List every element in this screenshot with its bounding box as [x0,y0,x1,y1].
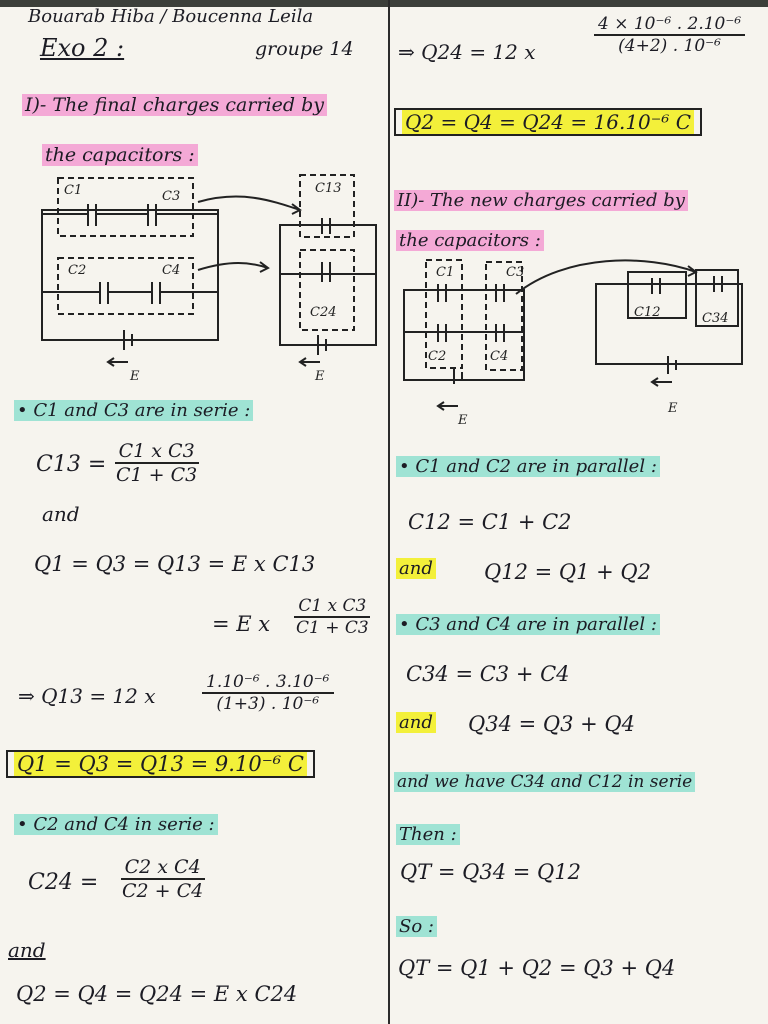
c12-equation: C12 = C1 + C2 [408,510,572,534]
circuit2-label-c34: C34 [702,311,729,326]
q-equality-fraction: C1 x C3 C1 + C3 [292,596,373,638]
q13-result: Q1 = Q3 = Q13 = 9.10⁻⁶ C [14,752,307,776]
c13-lhs: C13 = [36,452,107,477]
q-equality-denominator: C1 + C3 [296,618,369,638]
and-label-q12: and [396,558,436,579]
qt-final-equation: QT = Q1 + Q2 = Q3 + Q4 [398,956,676,980]
exercise-title: Exo 2 : [40,34,125,62]
q24-fraction: 4 × 10⁻⁶ . 2.10⁻⁶ (4+2) . 10⁻⁶ [594,14,746,56]
section2-title-line1: II)- The new charges carried by [394,190,688,211]
circuit1-label-c2: C2 [68,263,86,278]
circuit2-label-c4: C4 [490,349,508,364]
q24-result-box: Q2 = Q4 = Q24 = 16.10⁻⁶ C [394,108,702,136]
and-label-1: and [42,502,80,526]
c34-equation: C34 = C3 + C4 [406,662,570,686]
c1-c3-series-heading: • C1 and C3 are in serie : [14,400,254,421]
q13-result-box: Q1 = Q3 = Q13 = 9.10⁻⁶ C [6,750,315,778]
circuit2-label-e-equiv: E [667,401,678,416]
circuit2-label-e: E [457,413,468,428]
q12-equation: Q12 = Q1 + Q2 [484,560,651,584]
circuit2-label-c1: C1 [436,265,454,280]
q24-lhs: ⇒ Q24 = 12 x [398,40,536,64]
circuit1-label-e-equiv: E [314,369,325,384]
q13-fraction: 1.10⁻⁶ . 3.10⁻⁶ (1+3) . 10⁻⁶ [202,672,334,714]
q13-lhs: ⇒ Q13 = 12 x [18,684,156,708]
and-label-2: and [8,938,46,962]
q24-denominator: (4+2) . 10⁻⁶ [618,36,721,56]
top-edge [0,0,768,7]
c13-fraction: C1 x C3 C1 + C3 [112,440,201,486]
circuit-diagram-1: C1 C3 C2 C4 C13 C24 E E [41,174,377,384]
circuit2-label-c12: C12 [634,305,661,320]
c13-denominator: C1 + C3 [116,464,198,486]
circuit1-label-c13: C13 [315,181,342,196]
c24-lhs: C24 = [28,870,99,895]
circuit2-label-c2: C2 [428,349,446,364]
so-label: So : [396,916,437,937]
authors: Bouarab Hiba / Boucenna Leila [28,6,314,27]
section1-title-line2: the capacitors : [42,144,198,166]
group-label: groupe 14 [255,38,354,60]
section2-title-line2: the capacitors : [396,230,544,251]
and-label-q34: and [396,712,436,733]
c2-c4-series-heading: • C2 and C4 in serie : [14,814,218,835]
series-note: and we have C34 and C12 in serie [394,772,696,792]
c24-fraction: C2 x C4 C2 + C4 [118,856,207,902]
circuit1-label-c4: C4 [162,263,180,278]
q-equality-line2-lhs: = E x [212,612,271,636]
section1-title-line1: I)- The final charges carried by [22,94,327,116]
q13-denominator: (1+3) . 10⁻⁶ [216,694,320,714]
circuit1-label-c24: C24 [310,305,337,320]
page-divider [388,0,390,1024]
circuit1-label-e: E [129,369,140,384]
q24-result: Q2 = Q4 = Q24 = 16.10⁻⁶ C [402,110,694,134]
c24-numerator: C2 x C4 [120,856,205,880]
q-equality-line: Q1 = Q3 = Q13 = E x C13 [34,552,316,576]
q24-equality-line: Q2 = Q4 = Q24 = E x C24 [16,982,298,1006]
circuit1-label-c1: C1 [64,183,82,198]
then-label: Then : [396,824,460,845]
c13-numerator: C1 x C3 [114,440,199,464]
c24-denominator: C2 + C4 [122,880,204,902]
qt-equation: QT = Q34 = Q12 [400,860,581,884]
circuit-diagram-2: C1 C3 C2 C4 C12 C34 E E [403,259,743,428]
q34-equation: Q34 = Q3 + Q4 [468,712,635,736]
circuit2-label-c3: C3 [506,265,524,280]
q24-numerator: 4 × 10⁻⁶ . 2.10⁻⁶ [594,14,746,36]
q13-numerator: 1.10⁻⁶ . 3.10⁻⁶ [202,672,334,694]
q-equality-numerator: C1 x C3 [294,596,371,618]
c1-c2-parallel-heading: • C1 and C2 are in parallel : [396,456,660,477]
circuit1-label-c3: C3 [162,189,180,204]
c3-c4-parallel-heading: • C3 and C4 are in parallel : [396,614,660,635]
